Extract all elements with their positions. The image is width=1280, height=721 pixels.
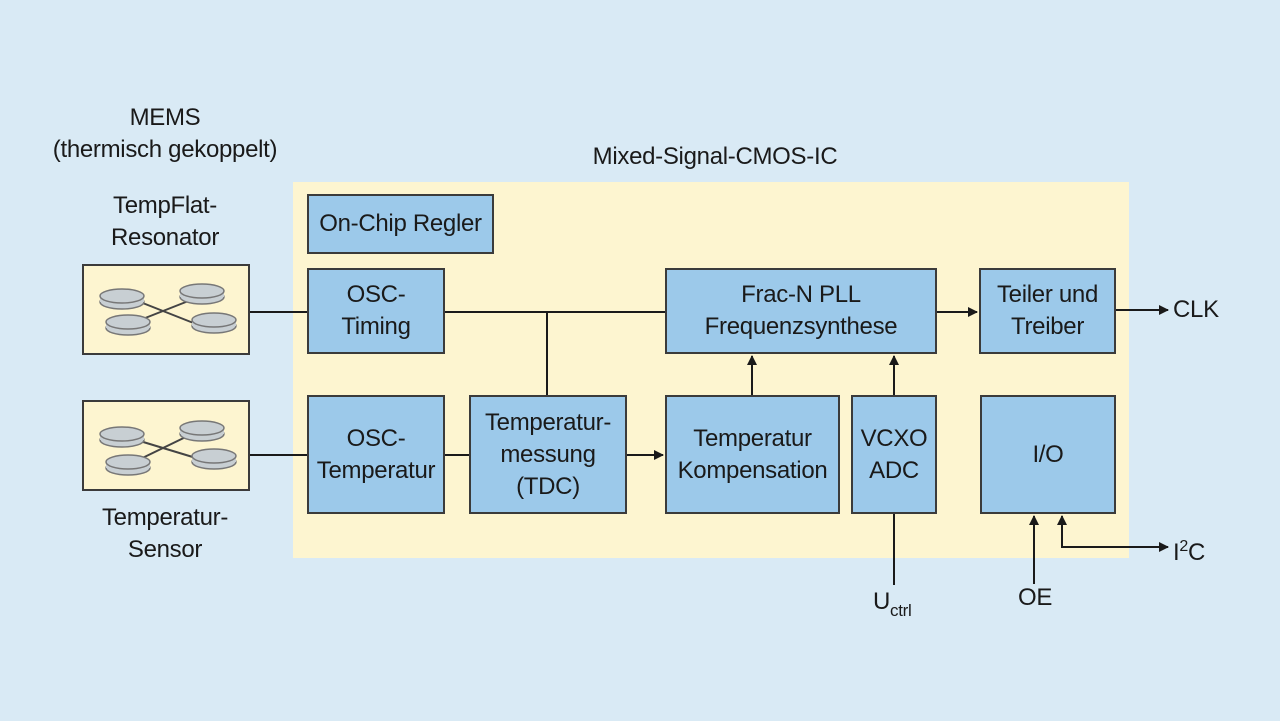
osc-timing-block: OSC- Timing (307, 268, 445, 354)
mems-title: MEMS (thermisch gekoppelt) (40, 102, 290, 166)
resonator-mems-box (82, 264, 250, 355)
sensor-discs-icon (99, 420, 237, 476)
pll-label-line2: Frequenzsynthese (704, 313, 898, 340)
on-chip-regler-label: On-Chip Regler (319, 210, 482, 237)
mems-title-line1: MEMS (129, 104, 201, 131)
sensor-label: Temperatur- Sensor (60, 502, 270, 566)
sensor-mems-box (82, 400, 250, 491)
io-block: I/O (980, 395, 1116, 514)
osc-timing-label-line1: OSC- (346, 281, 406, 308)
teiler-label-line2: Treiber (1010, 313, 1085, 340)
u-ctrl-main: U (873, 588, 891, 615)
i2c-tail: C (1187, 539, 1206, 566)
on-chip-regler-block: On-Chip Regler (307, 194, 494, 254)
osc-temperatur-label-line2: Temperatur (316, 456, 436, 484)
u-ctrl-subscript: ctrl (890, 601, 912, 620)
osc-temperatur-label-line1: OSC- (346, 424, 406, 452)
temperatur-kompensation-block: Temperatur Kompensation (665, 395, 840, 514)
resonator-label: TempFlat- Resonator (60, 190, 270, 254)
u-ctrl-label: Uctrl (873, 586, 912, 627)
tdc-label-line1: Temperatur- (484, 408, 612, 436)
io-label: I/O (1032, 440, 1064, 468)
pll-label-line1: Frac-N PLL (741, 281, 861, 308)
i2c-superscript: 2 (1179, 538, 1188, 555)
teiler-treiber-block: Teiler und Treiber (979, 268, 1116, 354)
ic-title: Mixed-Signal-CMOS-IC (592, 143, 838, 170)
osc-temperatur-block: OSC- Temperatur (307, 395, 445, 514)
kompensation-label-line2: Kompensation (677, 456, 828, 484)
frac-n-pll-block: Frac-N PLL Frequenzsynthese (665, 268, 937, 354)
i2c-label: I2C (1173, 531, 1205, 569)
resonator-label-line2: Resonator (110, 224, 220, 251)
resonator-label-line1: TempFlat- (113, 192, 217, 219)
osc-timing-label-line2: Timing (341, 313, 411, 340)
temperaturmessung-tdc-block: Temperatur- messung (TDC) (469, 395, 627, 514)
i2c-main: I (1173, 539, 1180, 566)
mems-title-line2: (thermisch gekoppelt) (52, 136, 278, 163)
resonator-discs-icon (99, 283, 237, 336)
teiler-label-line1: Teiler und (996, 281, 1099, 308)
sensor-label-line2: Sensor (127, 536, 203, 563)
kompensation-label-line1: Temperatur (693, 424, 812, 452)
vcxo-label-line1: VCXO (860, 424, 928, 452)
vcxo-label-line2: ADC (869, 456, 919, 484)
tdc-label-line3: (TDC) (516, 472, 580, 500)
vcxo-adc-block: VCXO ADC (851, 395, 937, 514)
sensor-label-line1: Temperatur- (101, 504, 229, 531)
tdc-label-line2: messung (500, 440, 596, 468)
clk-label: CLK (1173, 296, 1219, 323)
oe-label: OE (1018, 584, 1053, 611)
